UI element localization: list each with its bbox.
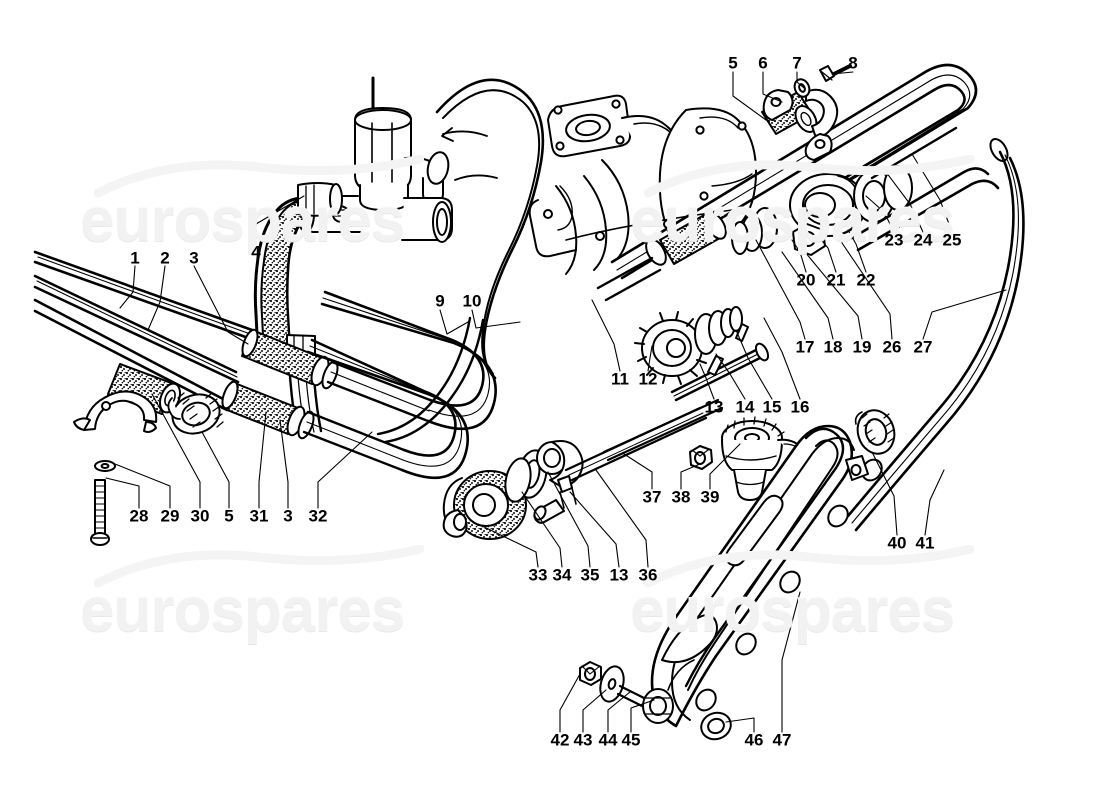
grit-hose-elbow-4	[253, 182, 343, 363]
hose-pipe-bundle-left	[33, 250, 432, 472]
small-parts-left	[73, 363, 224, 546]
shaft-with-pins	[670, 323, 770, 402]
intake-manifold	[528, 94, 757, 275]
callout-number: 15	[762, 397, 782, 417]
callout-number: 10	[462, 291, 482, 311]
hose-u-bends	[306, 290, 497, 479]
callout-number: 7	[792, 53, 802, 73]
callout-number: 45	[621, 730, 641, 750]
callout-number: 4	[251, 242, 261, 262]
callout-number: 30	[190, 506, 210, 526]
callout-number: 19	[852, 337, 872, 357]
callout-number: 20	[796, 270, 816, 290]
callout-number: 13	[704, 397, 724, 417]
callout-number: 6	[758, 53, 768, 73]
callout-number: 1	[130, 248, 140, 268]
callout-number: 8	[848, 53, 858, 73]
callout-number: 35	[580, 565, 600, 585]
callout-number: 39	[700, 487, 720, 507]
callout-number: 29	[160, 506, 180, 526]
solenoid-valve-assembly	[297, 76, 498, 243]
callout-number: 21	[826, 270, 846, 290]
callout-number: 37	[642, 487, 662, 507]
callout-number: 23	[884, 230, 904, 250]
callout-number: 3	[189, 248, 199, 268]
callout-number: 44	[598, 730, 618, 750]
callout-number: 9	[435, 291, 445, 311]
callout-number: 36	[638, 565, 658, 585]
pivot-bolt-set	[579, 661, 732, 741]
callout-number: 42	[550, 730, 570, 750]
callout-number: 3	[283, 506, 293, 526]
callout-number: 28	[129, 506, 149, 526]
splined-hub	[634, 306, 743, 385]
callout-number: 31	[249, 506, 269, 526]
bracket-tab	[845, 455, 869, 481]
callout-number: 5	[224, 506, 234, 526]
callout-number: 47	[772, 730, 792, 750]
callout-number: 25	[942, 230, 962, 250]
callout-number: 33	[528, 565, 548, 585]
callout-number: 22	[856, 270, 876, 290]
callout-number: 16	[790, 397, 810, 417]
callout-number: 34	[552, 565, 572, 585]
callout-number: 27	[913, 337, 933, 357]
callout-number: 24	[913, 230, 933, 250]
callout-number: 14	[735, 397, 755, 417]
callout-number: 2	[160, 248, 170, 268]
callout-number: 11	[611, 369, 629, 389]
pump-pulley-assembly	[442, 440, 584, 540]
callout-number: 18	[823, 337, 843, 357]
callout-number: 13	[609, 565, 629, 585]
callout-number: 38	[671, 487, 691, 507]
rail-grit-hose	[596, 212, 727, 302]
callout-number: 41	[915, 533, 935, 553]
callout-number: 32	[308, 506, 328, 526]
callout-number: 46	[744, 730, 764, 750]
callout-number: 26	[882, 337, 902, 357]
hex-nut-38	[689, 445, 713, 470]
hose-clamp-40	[854, 409, 896, 455]
callout-number: 12	[638, 369, 658, 389]
clamp-bracket-set	[761, 64, 852, 161]
callout-number: 5	[728, 53, 738, 73]
callout-number: 43	[573, 730, 593, 750]
callout-number: 40	[887, 533, 907, 553]
callout-number: 17	[795, 337, 815, 357]
